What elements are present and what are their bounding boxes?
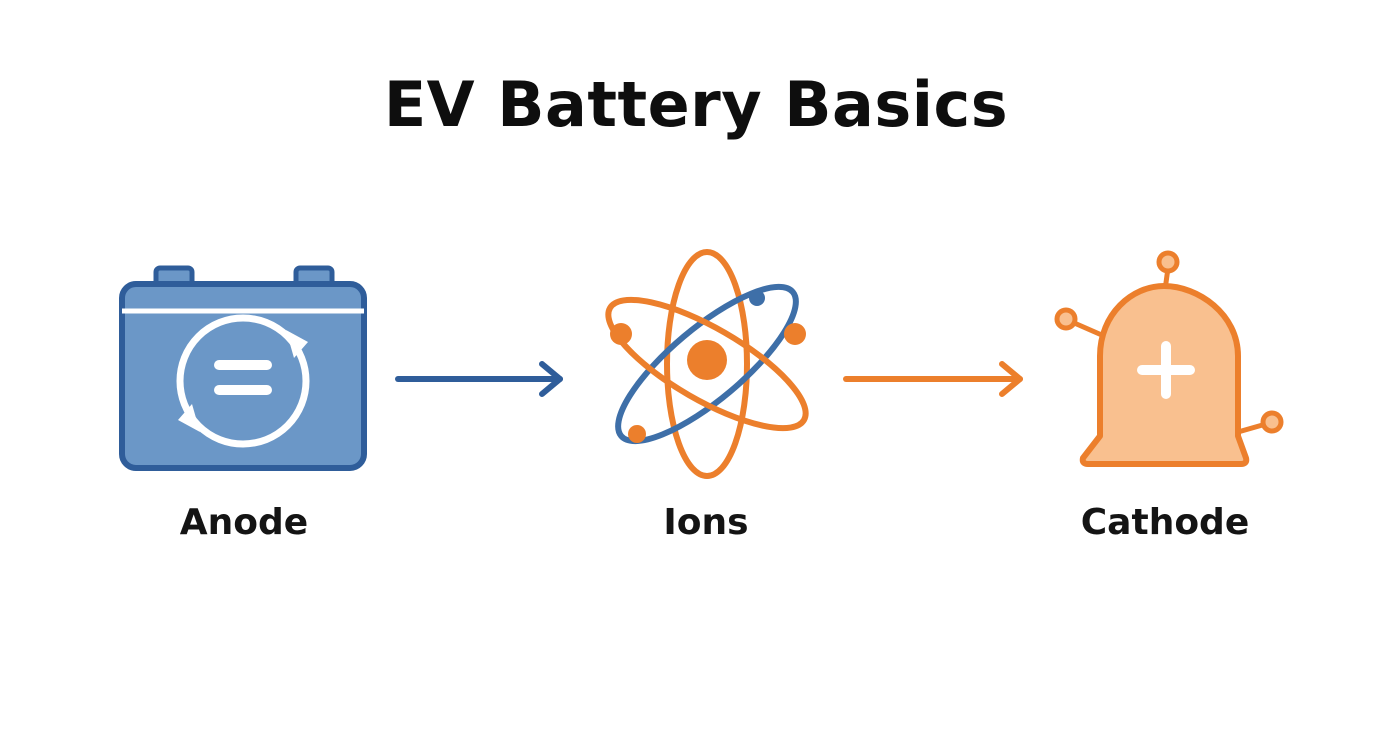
ions-label: Ions (663, 502, 749, 543)
atom-icon (605, 249, 809, 479)
electron (784, 323, 806, 345)
arrow-right-icon (395, 361, 563, 397)
cathode-label: Cathode (1080, 502, 1250, 543)
connector-right (1237, 410, 1284, 435)
orbit-blue (615, 283, 799, 445)
anode-label: Anode (179, 502, 309, 543)
recycle-arrowhead-top (286, 330, 308, 358)
recycle-circle (176, 314, 310, 448)
electron (628, 425, 646, 443)
orbit-orange (605, 296, 809, 432)
nucleus (687, 340, 727, 380)
connector-left (1054, 307, 1106, 339)
recycle-arrowhead-bottom (178, 404, 200, 432)
electron (749, 290, 765, 306)
battery-recycle-icon (119, 265, 367, 471)
arrow-right-icon (843, 361, 1023, 397)
orbit-vertical (664, 249, 750, 479)
diagram-title: EV Battery Basics (383, 68, 1009, 141)
cathode-plus-icon (1054, 250, 1284, 467)
electron (610, 323, 632, 345)
